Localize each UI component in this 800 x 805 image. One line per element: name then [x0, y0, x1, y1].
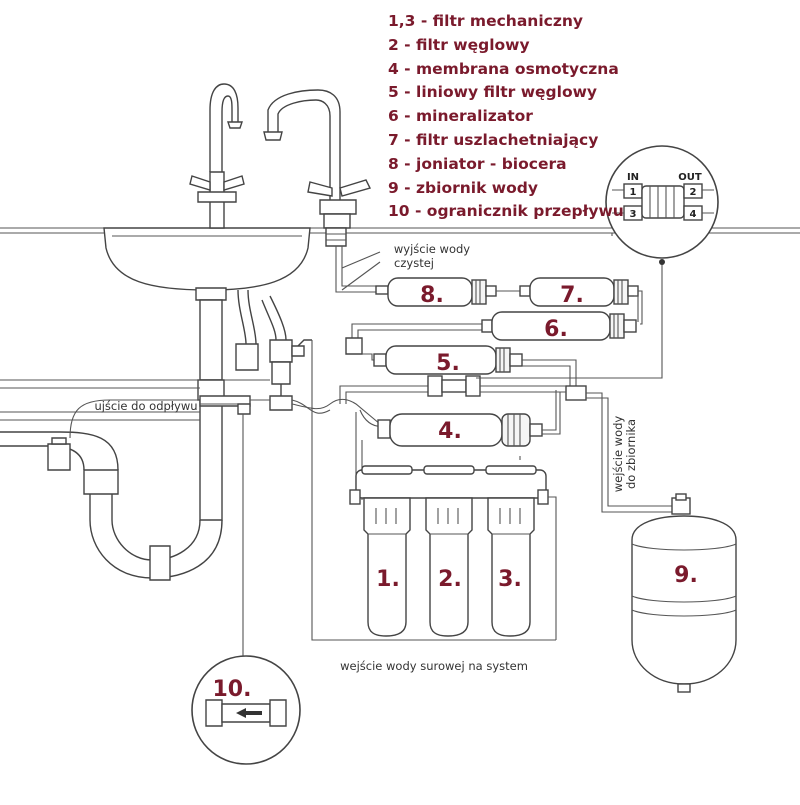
sink [103, 227, 311, 301]
clean-water-label-2: czystej [394, 256, 434, 270]
number-3: 3. [498, 567, 522, 592]
membrane-4: 4. [355, 390, 561, 500]
legend-item: 10 - ogranicznik przepływu [388, 202, 624, 221]
ro-faucet [263, 89, 372, 247]
number-1: 1. [376, 567, 400, 592]
legend-item: 6 - mineralizator [388, 107, 533, 126]
clean-water-line [335, 246, 386, 293]
tank-inlet-label-2: do zbiornika [624, 419, 638, 489]
number-5: 5. [436, 351, 460, 376]
legend-item: 8 - joniator - biocera [388, 154, 567, 173]
filter-6: 6. [351, 311, 637, 342]
number-7: 7. [560, 283, 584, 308]
tank-inlet-label-1: wejście wody [611, 416, 625, 493]
drain-label: ujście do odpływu [94, 399, 197, 413]
number-10: 10. [213, 677, 252, 702]
clean-water-label-1: wyjście wody [394, 242, 470, 256]
raw-water-label: wejście wody surowej na system [340, 659, 528, 673]
legend-item: 4 - membrana osmotyczna [388, 59, 619, 78]
number-6: 6. [544, 317, 568, 342]
legend-item: 2 - filtr węglowy [388, 35, 530, 54]
legend-item: 5 - liniowy filtr węglowy [388, 83, 598, 102]
inset-port-4: 4 [690, 209, 697, 220]
number-8: 8. [420, 283, 444, 308]
legend-item: 9 - zbiornik wody [388, 178, 538, 197]
filter-7: 7. [496, 277, 643, 325]
main-faucet [189, 83, 245, 229]
legend: 1,3 - filtr mechaniczny 2 - filtr węglow… [388, 10, 718, 224]
supply-valve [199, 289, 556, 641]
number-2: 2. [438, 567, 462, 592]
inset-port-connectors: IN OUT 1 2 3 4 [476, 145, 719, 379]
inset-port-1: 1 [630, 187, 637, 198]
flow-labels: wyjście wody czystej ujście do odpływu w… [94, 242, 527, 673]
legend-item: 7 - filtr uszlachetniający [388, 130, 599, 149]
legend-item: 1,3 - filtr mechaniczny [388, 12, 583, 30]
number-9: 9. [674, 563, 698, 588]
inset-port-2: 2 [690, 187, 697, 198]
tank-tee: wejście wody do zbiornika [565, 385, 676, 513]
filter-8: 8. [375, 277, 497, 308]
manifold-line [339, 375, 566, 404]
restrictor-leader [240, 414, 246, 663]
tank-9: 9. [631, 493, 737, 693]
inset-flow-restrictor: 10. [191, 655, 301, 765]
inset-port-in: IN [627, 172, 639, 183]
counter-lines [0, 227, 800, 236]
drain-line [69, 398, 381, 439]
filter-housings: 1. 2. 3. [349, 465, 557, 640]
number-4: 4. [438, 419, 462, 444]
drain-plumbing [0, 299, 270, 581]
inset-port-out: OUT [678, 172, 702, 183]
inset-port-3: 3 [630, 209, 637, 220]
filter-5: 5. [345, 337, 577, 386]
